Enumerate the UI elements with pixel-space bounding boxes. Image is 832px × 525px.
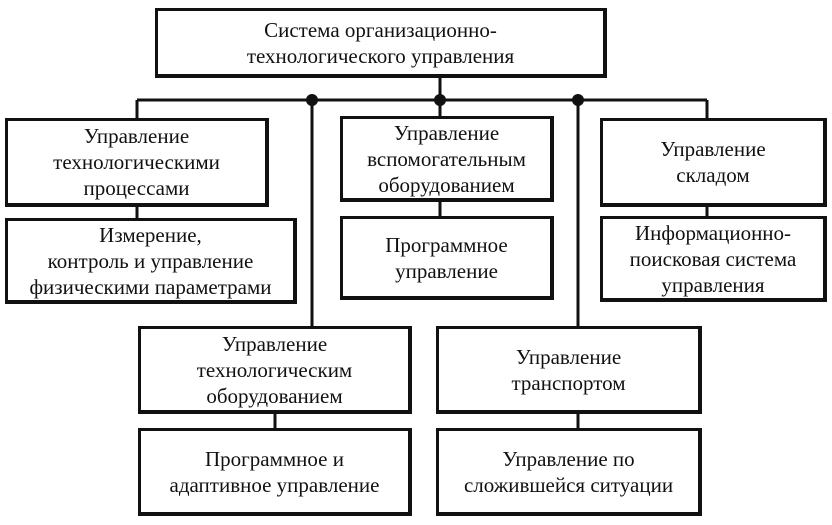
junction-dot — [306, 94, 318, 106]
box-situational-control: Управление по сложившейся ситуации — [436, 428, 702, 516]
box-tech-processes: Управление технологическими процессами — [5, 118, 269, 207]
junction-dot — [572, 94, 584, 106]
root-box: Система организационно- технологического… — [155, 8, 607, 78]
box-situational-control-label: Управление по сложившейся ситуации — [463, 446, 674, 497]
box-tech-processes-label: Управление технологическими процессами — [53, 124, 220, 200]
box-info-search-system: Информационно- поисковая система управле… — [600, 216, 827, 302]
box-tech-equipment: Управление технологическим оборудованием — [138, 326, 412, 414]
box-aux-equipment: Управление вспомогательным оборудованием — [340, 116, 554, 202]
box-measurement-control: Измерение, контроль и управление физичес… — [5, 218, 297, 304]
box-program-control-label: Программное управление — [385, 232, 508, 283]
box-transport-label: Управление транспортом — [511, 344, 626, 395]
box-adaptive-control: Программное и адаптивное управление — [138, 428, 412, 516]
box-measurement-control-label: Измерение, контроль и управление физичес… — [29, 222, 272, 299]
root-label: Система организационно- технологического… — [246, 17, 515, 68]
box-adaptive-control-label: Программное и адаптивное управление — [169, 446, 380, 497]
box-program-control: Программное управление — [340, 216, 554, 300]
junction-dot — [434, 94, 446, 106]
box-tech-equipment-label: Управление технологическим оборудованием — [196, 331, 353, 408]
box-warehouse-label: Управление складом — [660, 137, 766, 187]
box-info-search-system-label: Информационно- поисковая система управле… — [629, 220, 797, 297]
box-transport: Управление транспортом — [436, 326, 702, 414]
box-aux-equipment-label: Управление вспомогательным оборудованием — [367, 120, 526, 197]
box-warehouse: Управление складом — [600, 118, 827, 207]
